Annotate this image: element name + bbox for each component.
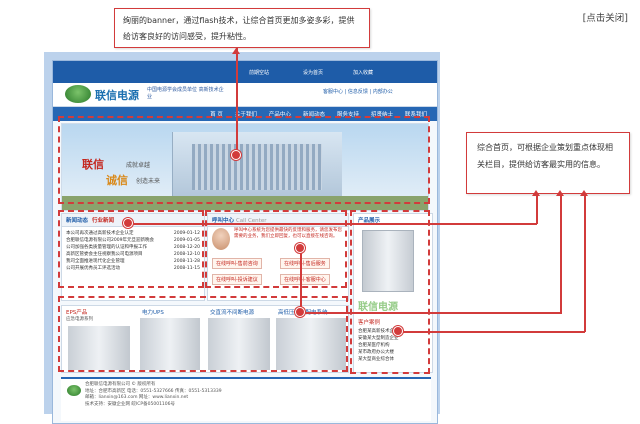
nav-news[interactable]: 新闻动态 — [302, 112, 325, 118]
product-image[interactable] — [276, 318, 346, 370]
logo-icon — [65, 85, 91, 103]
product-image[interactable] — [208, 318, 270, 370]
footer-line: 技术支持：安徽企业网 皖ICP备05001106号 — [85, 401, 176, 407]
footer-company: 合肥联信电源有限公司 © 版权所有 — [85, 382, 156, 387]
connector-line — [536, 194, 538, 224]
close-link[interactable]: [点击关闭] — [582, 13, 628, 24]
arrow-up-icon — [556, 190, 564, 196]
connector-line — [128, 223, 537, 225]
eps-title[interactable]: EPS产品 — [66, 310, 88, 316]
news-highlight — [58, 210, 204, 288]
nav-contact[interactable]: 联系我们 — [404, 112, 427, 118]
connector-line — [300, 312, 561, 314]
connector-line — [300, 248, 302, 312]
top-link[interactable]: 前期空站 — [249, 70, 270, 76]
brand-name[interactable]: 联信电源 — [95, 89, 139, 102]
product-cabinet-image[interactable] — [362, 230, 414, 292]
banner-building — [192, 144, 322, 190]
site-header: 联信电源 中国电源学会成员单位 高新技术企业 客服中心 | 信息反馈 | 内部办… — [53, 83, 437, 107]
banner-slogan-1-sub: 成就卓越 — [126, 162, 151, 169]
connector-line — [560, 194, 562, 314]
nav-about[interactable]: 关于我们 — [234, 112, 257, 118]
homepage-callout: 综合首页，可根据企业策划重点体现相关栏目，提供给访客最实用的信息。 — [466, 132, 630, 194]
nav-home[interactable]: 首 页 — [210, 112, 223, 118]
footer-line: 邮箱：lianxin@163.com 网址：www.lianxin.net — [85, 395, 189, 400]
banner-highlight — [58, 116, 430, 204]
footer-logo-icon — [67, 385, 81, 396]
arrow-up-icon — [532, 190, 540, 196]
banner-slogan-2: 诚信 — [106, 174, 128, 187]
banner-callout: 绚丽的banner，通过flash技术，让综合首页更加多姿多彩，提供给访客良好的… — [114, 8, 370, 48]
aftersale-button[interactable]: 在线呼叫-售后服务 — [280, 258, 330, 269]
product-image[interactable] — [68, 326, 130, 370]
slogan: 中国电源学会成员单位 高新技术企业 — [147, 87, 224, 100]
product-label[interactable]: 电力UPS — [142, 310, 164, 316]
tab-industry-news[interactable]: 行业新闻 — [92, 218, 115, 224]
banner-slogan-1: 联信 — [82, 158, 104, 171]
clients-heading: 客户案例 — [358, 320, 381, 326]
marker-dot — [123, 218, 133, 228]
product-label[interactable]: 交直流不间断电源 — [210, 310, 255, 316]
watermark-logo: 联信电源 — [358, 302, 398, 313]
nav-support[interactable]: 服务支持 — [336, 112, 359, 118]
nav-products[interactable]: 产品中心 — [268, 112, 291, 118]
agent-avatar — [212, 228, 230, 250]
complaint-button[interactable]: 在线呼叫-投诉建议 — [212, 274, 262, 285]
flash-banner[interactable]: 联信 成就卓越 诚信 创造未来 — [61, 123, 429, 211]
products-highlight — [58, 296, 348, 372]
marker-dot — [295, 243, 305, 253]
presale-button[interactable]: 在线呼叫-售前咨询 — [212, 258, 262, 269]
top-link[interactable]: 加入收藏 — [353, 70, 374, 76]
service-button[interactable]: 在线呼叫-客服中心 — [280, 274, 330, 285]
product-image[interactable] — [140, 318, 200, 370]
top-link[interactable]: 设为首页 — [303, 70, 324, 76]
connector-line — [398, 331, 585, 333]
eps-sub: 应急电源系列 — [66, 317, 93, 322]
right-column: 产品展示 联信电源 客户案例 合肥某高新技术企业 安徽某大型制造企业 合肥某医疗… — [353, 213, 433, 373]
banner-slogan-2-sub: 创造未来 — [136, 178, 161, 185]
footer-line: 地址：合肥市高新区 电话：0551-5327666 传真：0551-531333… — [85, 388, 222, 394]
marker-dot — [231, 150, 241, 160]
call-center-highlight — [205, 210, 347, 288]
top-bar: 前期空站 设为首页 加入收藏 — [53, 61, 437, 83]
right-column-highlight — [350, 210, 430, 374]
arrow-up-icon — [580, 190, 588, 196]
product-strip: EPS产品 应急电源系列 电力UPS 交直流不间断电源 高低压成套配电系统 — [61, 305, 349, 373]
marker-dot — [295, 307, 305, 317]
connector-line — [236, 48, 238, 156]
site-footer: 合肥联信电源有限公司 © 版权所有 地址：合肥市高新区 电话：0551-5327… — [61, 377, 431, 421]
header-links[interactable]: 客服中心 | 信息反馈 | 内部办公 — [323, 89, 393, 95]
right-heading: 产品展示 — [358, 218, 381, 224]
arrow-up-icon — [232, 48, 240, 54]
nav-jobs[interactable]: 招贤纳士 — [370, 112, 393, 118]
marker-dot — [393, 326, 403, 336]
connector-line — [584, 194, 586, 332]
call-center-desc: 呼叫中心系统为您提供最快的反馈和服务，请您发布您需要的业务，我们立即回复，也可以… — [234, 228, 342, 239]
